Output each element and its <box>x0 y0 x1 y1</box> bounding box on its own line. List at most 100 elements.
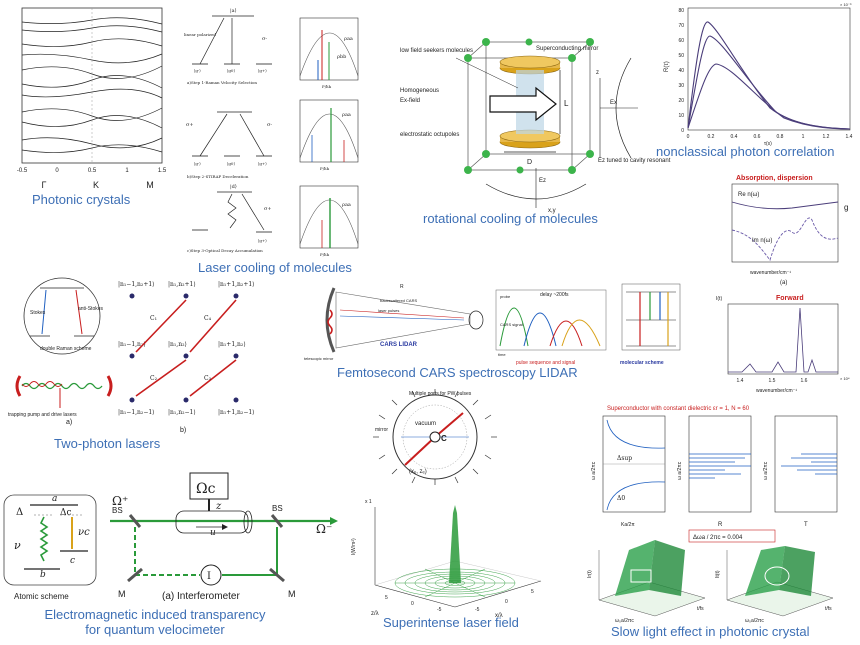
svg-text:0: 0 <box>687 134 690 140</box>
svg-text:Δsup: Δsup <box>617 455 632 462</box>
svg-text:ρaa: ρaa <box>344 36 353 42</box>
svg-text:Homogeneous: Homogeneous <box>400 88 439 94</box>
svg-text:|g-⟩: |g-⟩ <box>194 161 201 166</box>
svg-text:pulse sequence and signal: pulse sequence and signal <box>516 360 575 366</box>
svg-text:R: R <box>718 522 723 528</box>
svg-text:5: 5 <box>531 589 534 595</box>
caption-two-photon: Two-photon lasers <box>54 436 161 451</box>
svg-text:× 10⁻⁶: × 10⁻⁶ <box>840 2 852 7</box>
svg-text:b): b) <box>180 427 186 434</box>
svg-text:z: z <box>596 70 599 76</box>
laser-cooling-diagram: |a⟩ σ- linear polarized |g-⟩ |g0⟩ |g+⟩ a… <box>184 8 359 257</box>
svg-text:30: 30 <box>678 83 684 89</box>
svg-text:0: 0 <box>505 599 508 605</box>
caption-rotational-cooling: rotational cooling of molecules <box>423 211 598 226</box>
svg-text:M: M <box>118 589 126 599</box>
nonclassical-panel: 80 70 60 50 40 30 20 10 0 R(τ) 0 0.2 0.4… <box>656 0 860 165</box>
svg-text:T: T <box>804 522 808 528</box>
rotational-cooling-panel: L D low field seekers molecules Supercon… <box>386 18 671 228</box>
svg-text:Superconductor with constant d: Superconductor with constant dielectric … <box>607 406 750 412</box>
forward-plot: I(t) Forward 1.4 1.5 1.6 × 10⁴ wavenumbe… <box>716 295 850 394</box>
eit-panel: a b c Δ Δc ν νc Atomic scheme Ωc BS BS Ω… <box>0 465 345 645</box>
svg-text:Ez tuned to cavity resonant: Ez tuned to cavity resonant <box>598 158 671 164</box>
svg-text:BS: BS <box>112 506 123 515</box>
svg-text:Δ0: Δ0 <box>617 495 625 502</box>
svg-text:|g+⟩: |g+⟩ <box>258 68 267 73</box>
band-structure-plot: -0.5 0 0.5 1 1.5 Γ K M <box>17 7 167 190</box>
svg-text:delay ~200fs: delay ~200fs <box>540 292 569 298</box>
svg-text:P/ħk: P/ħk <box>320 166 330 171</box>
svg-text:σ+: σ+ <box>264 206 272 212</box>
caption-cars: Femtosecond CARS spectroscopy LIDAR <box>337 365 578 380</box>
svg-text:-5: -5 <box>437 607 442 613</box>
svg-text:x 1: x 1 <box>365 499 372 505</box>
forward-panel: I(t) Forward 1.4 1.5 1.6 × 10⁴ wavenumbe… <box>712 288 860 398</box>
svg-text:60: 60 <box>678 38 684 44</box>
photonic-crystals-panel: -0.5 0 0.5 1 1.5 Γ K M Photonic crystals <box>0 0 180 230</box>
svg-text:0.2: 0.2 <box>708 134 715 140</box>
svg-text:x/λ: x/λ <box>495 613 503 619</box>
svg-text:CARS signal: CARS signal <box>500 322 523 327</box>
svg-text:C₄: C₄ <box>204 315 212 322</box>
svg-text:|g0⟩: |g0⟩ <box>227 68 235 73</box>
reflection-box: ω a/2πc R <box>677 415 752 528</box>
intensity-surface-plot: x 1 I(W/m²) 5 0 -5 -5 0 5 z/λ x/λ <box>351 499 542 619</box>
svg-text:linear polarized: linear polarized <box>184 32 216 37</box>
svg-text:R: R <box>400 284 404 290</box>
svg-text:a: a <box>52 494 57 504</box>
svg-text:Δ: Δ <box>16 507 23 518</box>
caption-slow-light: Slow light effect in photonic crystal <box>611 624 810 639</box>
svg-text:|n₁+1,n₂+1⟩: |n₁+1,n₂+1⟩ <box>218 281 255 288</box>
svg-text:ω₀a/2πc: ω₀a/2πc <box>615 618 634 624</box>
transmitted-intensity-3d: It(t) ω₀a/2πc t/fs <box>715 546 834 624</box>
svg-text:z/λ: z/λ <box>371 611 379 617</box>
svg-text:telescopic mirror: telescopic mirror <box>304 356 334 361</box>
svg-text:ω a/2πc: ω a/2πc <box>677 461 683 480</box>
svg-text:Forward: Forward <box>776 295 804 302</box>
svg-text:Ω⁺: Ω⁺ <box>112 494 128 508</box>
svg-text:Absorption, dispersion: Absorption, dispersion <box>736 175 813 182</box>
svg-text:anti-Stokes: anti-Stokes <box>78 306 104 312</box>
svg-text:νc: νc <box>78 527 90 538</box>
svg-text:Ez: Ez <box>539 178 546 184</box>
svg-text:1: 1 <box>802 134 805 140</box>
svg-text:|n₁,n₂+1⟩: |n₁,n₂+1⟩ <box>168 281 196 288</box>
superintense-diagram: C vacuum mirror Multiple ports for PW pu… <box>351 389 542 619</box>
velocity-plot-c: ρaa P/ħk <box>299 185 359 257</box>
caption-eit-line2: for quantum velocimeter <box>85 622 225 637</box>
step-a-scheme: |a⟩ σ- linear polarized |g-⟩ |g0⟩ |g+⟩ a… <box>184 8 272 85</box>
svg-text:x,y: x,y <box>548 208 556 214</box>
svg-text:Ωc: Ωc <box>196 481 216 497</box>
svg-text:40: 40 <box>678 68 684 74</box>
svg-text:|g+⟩: |g+⟩ <box>258 161 267 166</box>
svg-text:ρaa: ρaa <box>342 202 351 208</box>
correlation-plot: 80 70 60 50 40 30 20 10 0 R(τ) 0 0.2 0.4… <box>664 2 853 147</box>
svg-text:1.4: 1.4 <box>846 134 853 140</box>
x-tick-label: 1.5 <box>158 168 167 174</box>
caption-photonic-crystals: Photonic crystals <box>32 192 131 207</box>
caption-superintense: Superintense laser field <box>383 615 519 630</box>
caption-eit-line1: Electromagnetic induced transparency <box>44 607 266 622</box>
x-tick-label: -0.5 <box>17 168 28 174</box>
svg-text:I(W/m²): I(W/m²) <box>351 538 357 555</box>
svg-text:b: b <box>40 570 46 580</box>
svg-text:Ka/2π: Ka/2π <box>621 522 635 528</box>
svg-text:M: M <box>288 589 296 599</box>
k-label-m: M <box>146 180 154 190</box>
svg-text:P/ħk: P/ħk <box>320 252 330 257</box>
svg-text:|g+⟩: |g+⟩ <box>258 238 267 243</box>
svg-text:|n₁,n₂−1⟩: |n₁,n₂−1⟩ <box>168 409 196 416</box>
svg-text:σ-: σ- <box>262 36 267 42</box>
step-b-scheme: σ+ σ- |g-⟩ |g0⟩ |g+⟩ b)Step 2-STIRAP Dec… <box>186 111 272 179</box>
svg-text:|n₁+1,n₂⟩: |n₁+1,n₂⟩ <box>218 341 246 348</box>
svg-text:1.4: 1.4 <box>737 378 744 384</box>
svg-text:mirror: mirror <box>375 427 388 433</box>
k-label-k: K <box>93 180 99 190</box>
svg-text:L: L <box>564 99 569 108</box>
reflected-intensity-3d: Ir(t) ω₀a/2πc t/fs <box>587 540 706 624</box>
caption-nonclassical: nonclassical photon correlation <box>656 144 835 159</box>
svg-text:ρbb: ρbb <box>337 54 346 60</box>
svg-text:Δc: Δc <box>60 508 72 518</box>
svg-text:probe: probe <box>500 294 511 299</box>
dispersion-box: Δsup Δ0 ω a/2πc Ka/2π <box>591 415 666 528</box>
